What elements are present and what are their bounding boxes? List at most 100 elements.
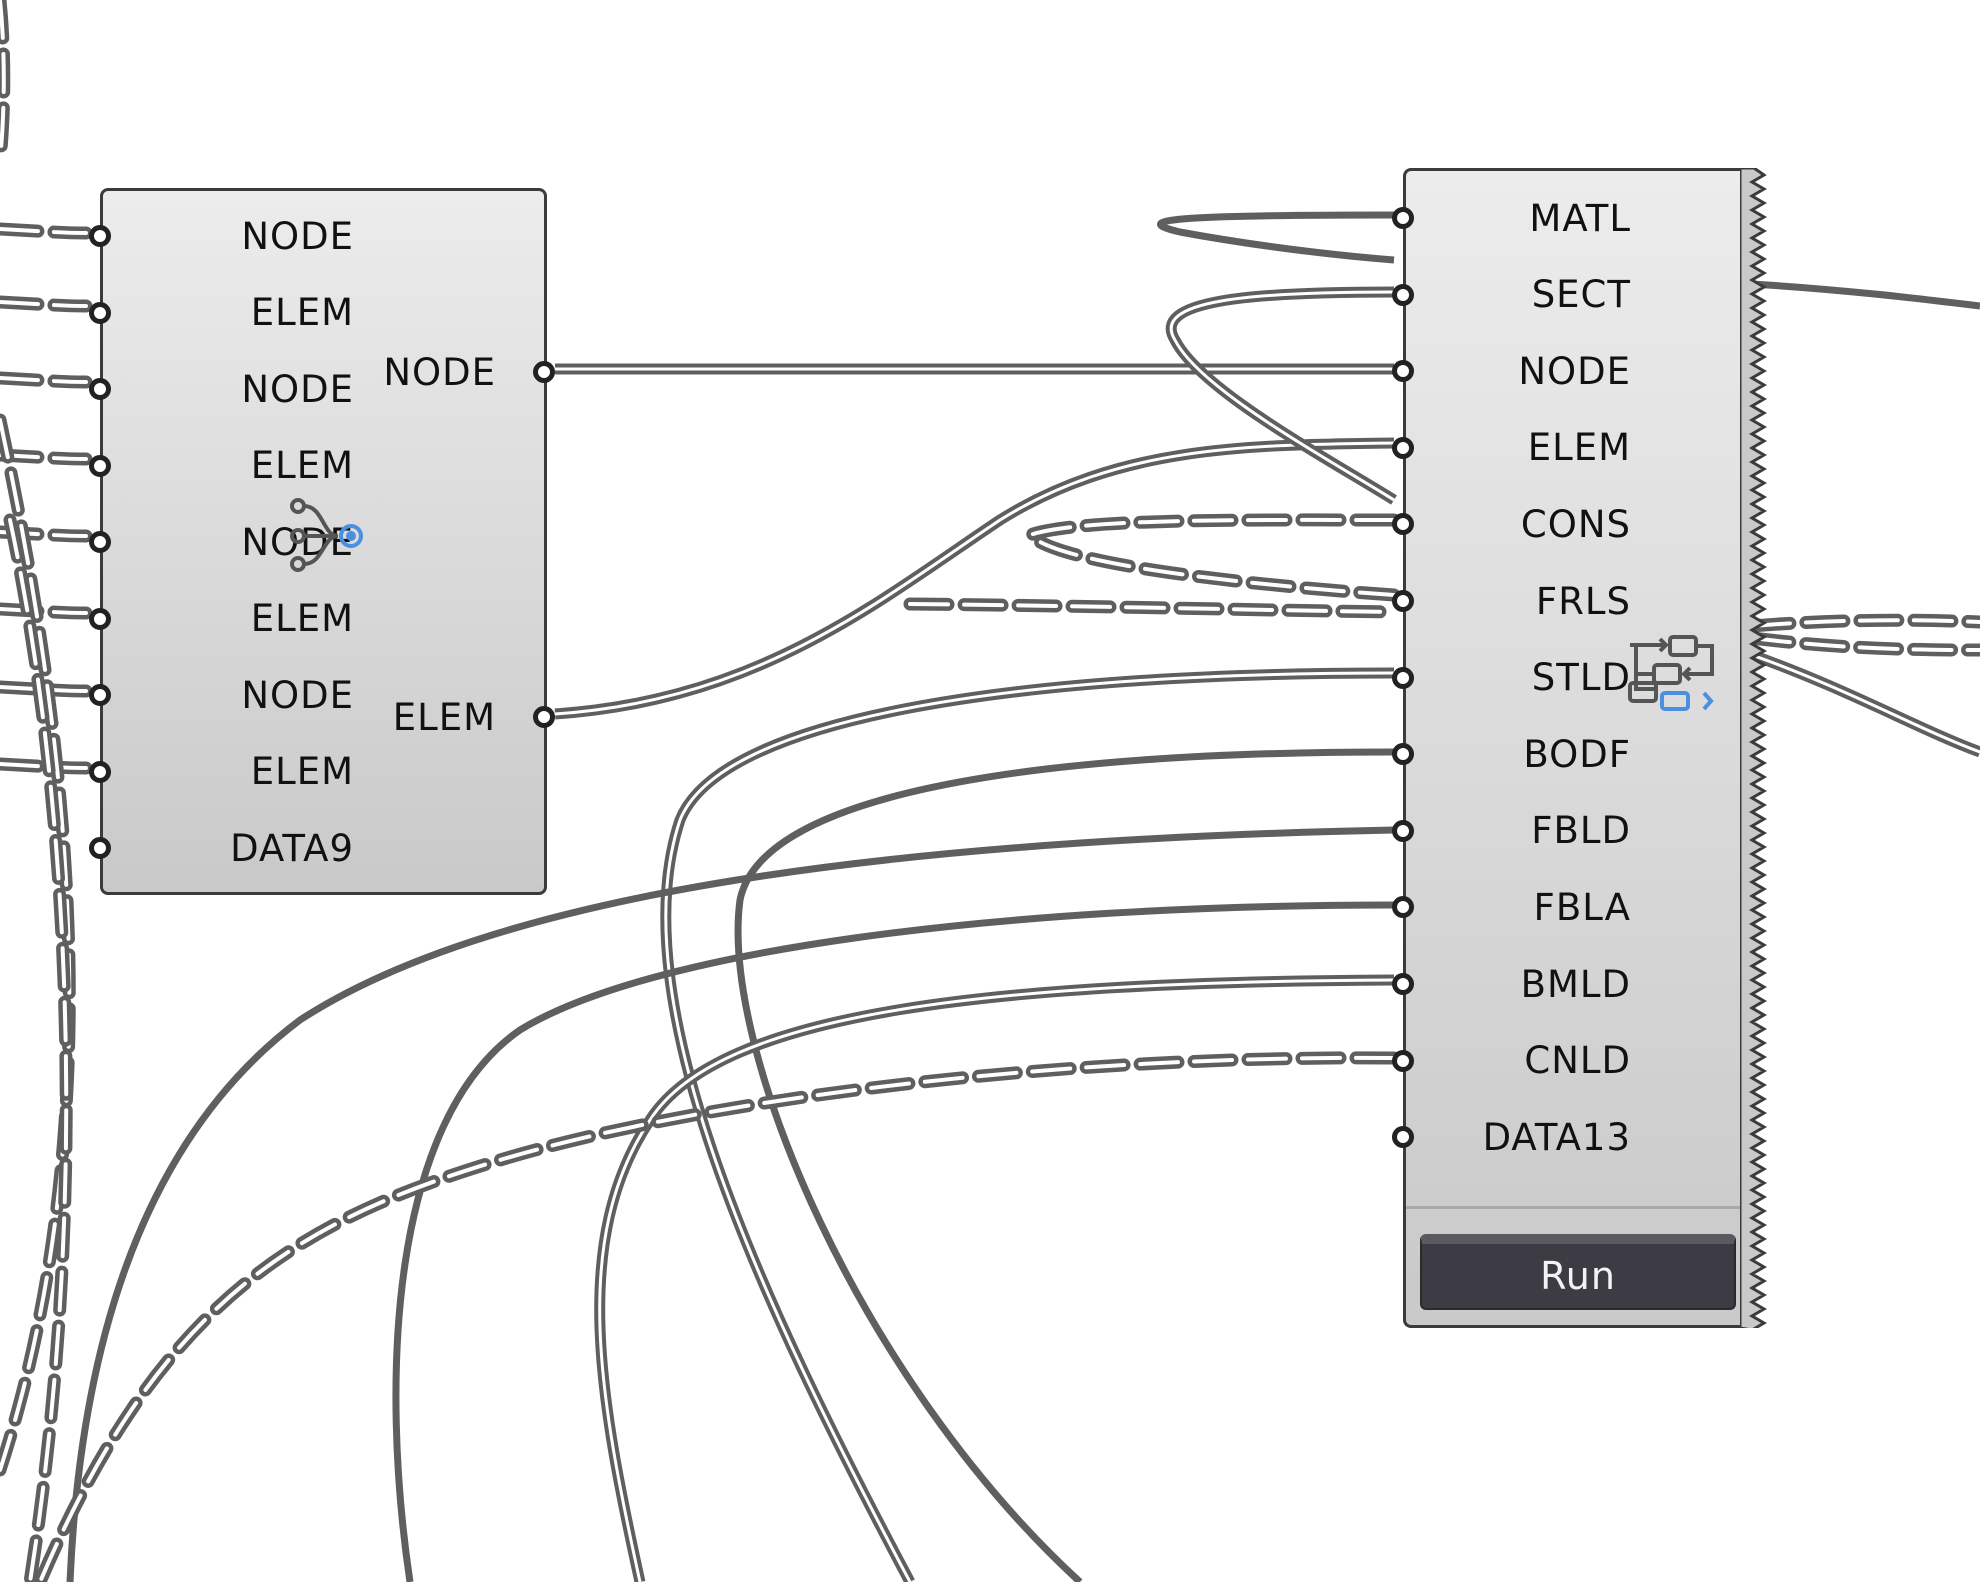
main-input-cons-grip[interactable] [1392,513,1414,536]
main-input-fbla-grip[interactable] [1392,896,1414,919]
merge-input-elem-label: ELEM [250,444,354,487]
wire-matl[interactable] [1156,211,1395,264]
merge-input-elem[interactable]: ELEM [251,444,354,488]
main-input-data13-label: DATA13 [1482,1115,1631,1159]
wire-frls[interactable] [903,597,1401,619]
wire-in-merge-1[interactable] [0,295,93,313]
merge-input-data9-grip[interactable] [89,837,111,859]
flow-icon [1628,635,1714,711]
main-input-fbld[interactable]: FBLD [1531,809,1631,853]
wire-out-4[interactable] [1750,649,1980,758]
main-input-bodf-grip[interactable] [1392,743,1414,766]
merge-output-node-grip[interactable] [533,361,555,383]
merge-output-elem-grip[interactable] [533,706,555,728]
merge-input-node-label: NODE [241,367,354,411]
main-input-frls-grip[interactable] [1392,590,1414,612]
merge-input-node-label: NODE [241,673,354,717]
merge-input-elem[interactable]: ELEM [251,597,354,641]
main-input-frls[interactable]: FRLS [1536,579,1631,623]
merge-output-elem-label: ELEM [392,695,496,739]
main-input-sect[interactable]: SECT [1532,273,1631,317]
main-input-bmld[interactable]: BMLD [1521,962,1631,1006]
merge-input-elem-grip[interactable] [89,301,111,324]
merge-output-elem[interactable]: ELEM [393,695,496,739]
wire-fbld[interactable] [66,826,1395,1582]
main-input-cons[interactable]: CONS [1521,502,1631,546]
main-input-bodf-label: BODF [1523,732,1631,776]
wire-left-long-a[interactable] [0,413,76,1477]
main-input-bmld-label: BMLD [1520,962,1631,1006]
wire-in-merge-5[interactable] [0,602,93,620]
wire-fbla[interactable] [392,901,1395,1582]
separator [1406,1206,1743,1209]
merge-input-elem-grip[interactable] [89,760,111,783]
main-input-fbld-grip[interactable] [1392,819,1414,842]
merge-input-data9-label: DATA9 [230,826,354,870]
wire-out-1[interactable] [1751,280,1980,310]
main-input-cons-label: CONS [1520,502,1631,546]
main-input-cnld-grip[interactable] [1392,1049,1414,1072]
main-input-matl[interactable]: MATL [1529,196,1631,240]
merge-input-elem-grip[interactable] [89,607,111,630]
main-input-elem[interactable]: ELEM [1528,426,1631,470]
merge-input-elem-grip[interactable] [89,454,111,477]
merge-icon [290,498,363,572]
main-input-fbla-label: FBLA [1533,885,1631,929]
main-input-bmld-grip[interactable] [1392,973,1414,995]
main-input-data13-grip[interactable] [1392,1126,1414,1149]
main-input-fbla[interactable]: FBLA [1534,885,1631,929]
merge-input-data9[interactable]: DATA9 [230,826,354,870]
merge-input-node-grip[interactable] [89,225,111,247]
wire-in-merge-0[interactable] [0,222,93,240]
main-input-fbld-label: FBLD [1531,809,1631,853]
main-input-bodf[interactable]: BODF [1523,732,1631,776]
run-button[interactable]: Run [1420,1234,1736,1310]
wire-out-2[interactable] [1745,613,1980,633]
wire-in-merge-2[interactable] [0,371,93,389]
zigzag-edge [1740,168,1767,1328]
wire-elem-to-elem[interactable] [554,437,1395,720]
main-input-matl-grip[interactable] [1392,207,1414,229]
merge-input-node-grip[interactable] [89,378,111,400]
merge-input-node[interactable]: NODE [241,367,354,411]
merge-input-elem-label: ELEM [250,291,354,334]
wire-cons[interactable] [1017,513,1401,602]
main-input-cnld-label: CNLD [1524,1039,1631,1083]
wire-bodf[interactable] [734,748,1395,1582]
main-input-sect-grip[interactable] [1392,283,1414,306]
merge-output-node[interactable]: NODE [383,350,496,394]
wire-bmld[interactable] [594,974,1395,1582]
main-input-stld[interactable]: STLD [1532,656,1631,700]
merge-input-node[interactable]: NODE [241,673,354,717]
main-input-node[interactable]: NODE [1518,349,1631,393]
main-input-cnld[interactable]: CNLD [1524,1039,1631,1083]
merge-output-node-label: NODE [383,350,496,394]
merge-input-elem[interactable]: ELEM [251,750,354,794]
main-component[interactable]: MATL SECT NODE ELEM CONS FRLS STLD BODF FBLD FBLA… [1392,168,1743,1328]
merge-input-elem-label: ELEM [250,597,354,640]
merge-input-elem-label: ELEM [250,750,354,793]
main-input-data13[interactable]: DATA13 [1483,1115,1631,1159]
wire-cnld[interactable] [33,1051,1401,1582]
merge-input-node-grip[interactable] [89,684,111,706]
wire-out-3[interactable] [1745,631,1980,657]
merge-input-elem[interactable]: ELEM [251,291,354,335]
main-input-stld-label: STLD [1531,656,1631,700]
main-input-elem-grip[interactable] [1392,436,1414,459]
main-input-node-grip[interactable] [1392,360,1414,383]
main-input-sect-label: SECT [1531,273,1631,317]
main-input-matl-label: MATL [1529,196,1631,240]
merge-input-node-label: NODE [241,214,354,258]
wire-left-top[interactable] [0,0,11,167]
main-input-elem-label: ELEM [1527,426,1631,470]
wire-stld[interactable] [660,667,1395,1582]
merge-input-node-grip[interactable] [89,531,111,553]
main-input-frls-label: FRLS [1535,579,1631,623]
main-input-stld-grip[interactable] [1392,666,1414,689]
main-input-node-label: NODE [1518,349,1631,393]
wire-left-long-b[interactable] [3,513,73,1582]
merge-input-node[interactable]: NODE [241,214,354,258]
wire-sect[interactable] [1165,286,1397,505]
